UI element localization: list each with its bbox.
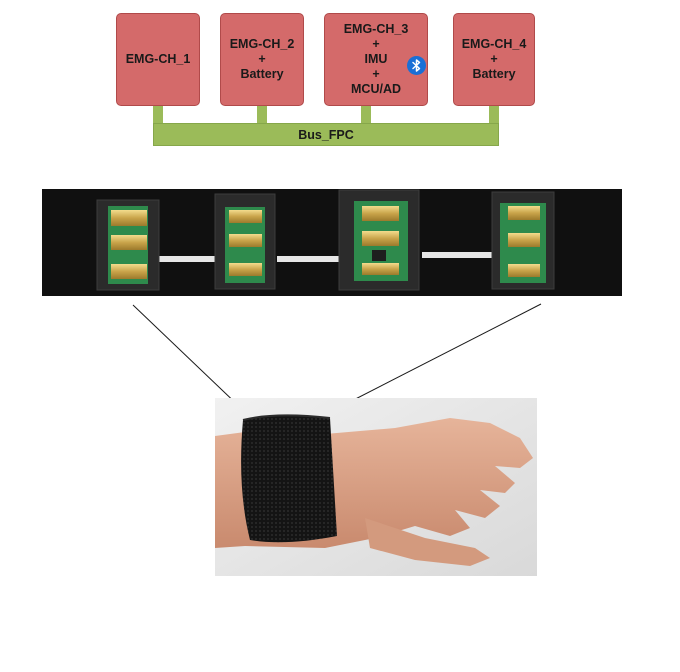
module-label-line: MCU/AD [351, 82, 401, 96]
bluetooth-icon [407, 56, 426, 75]
bus-fpc: Bus_FPC [153, 123, 499, 146]
wristband-photo [215, 398, 537, 576]
bus-stub [153, 106, 163, 125]
module-emg-ch4: EMG-CH_4 + Battery [453, 13, 535, 106]
module-emg-ch2: EMG-CH_2 + Battery [220, 13, 304, 106]
module-label-line: EMG-CH_3 [343, 22, 409, 36]
bus-label: Bus_FPC [298, 127, 354, 142]
module-label-line: EMG-CH_4 [461, 37, 527, 51]
module-label-line: + [372, 67, 380, 81]
module-label-line: Battery [472, 67, 516, 81]
electrode-strip-photo [42, 189, 622, 296]
module-label-line: Battery [240, 67, 284, 81]
module-label-line: EMG-CH_2 [229, 37, 295, 51]
bus-stub [489, 106, 499, 125]
bus-stub [257, 106, 267, 125]
module-label-line: EMG-CH_1 [125, 52, 191, 66]
bus-stub [361, 106, 371, 125]
module-label-line: + [258, 52, 266, 66]
module-emg-ch1: EMG-CH_1 [116, 13, 200, 106]
module-label-line: + [372, 37, 380, 51]
module-label-line: + [490, 52, 498, 66]
module-label-line: IMU [364, 52, 388, 66]
